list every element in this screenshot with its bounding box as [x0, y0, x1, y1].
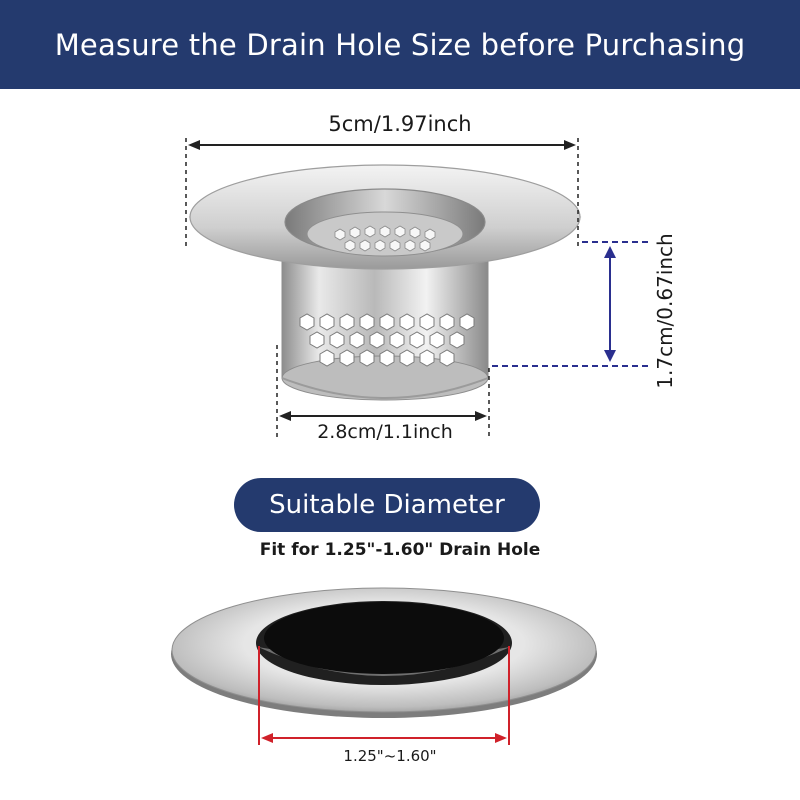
drain-hole-image — [171, 587, 597, 718]
fit-range-text: Fit for 1.25"-1.60" Drain Hole — [259, 540, 541, 560]
header-title: Measure the Drain Hole Size before Purch… — [54, 27, 746, 62]
basket-holes — [299, 313, 475, 367]
top-diameter-measure — [185, 138, 579, 250]
suitable-diameter-label: Suitable Diameter — [269, 490, 505, 520]
suitable-diameter-badge: Suitable Diameter — [234, 478, 540, 532]
top-diameter-label: 5cm/1.97inch — [328, 112, 472, 136]
drain-range-label: 1.25"~1.60" — [343, 747, 437, 765]
drain-range-measure — [258, 646, 510, 745]
basket-height-measure — [492, 241, 652, 367]
basket-diameter-label: 2.8cm/1.1inch — [317, 421, 453, 443]
basket-diameter-measure — [276, 345, 490, 440]
strainer-image — [188, 164, 582, 401]
header-banner: Measure the Drain Hole Size before Purch… — [0, 0, 800, 89]
basket-height-label: 1.7cm/0.67inch — [653, 233, 677, 389]
inner-holes — [334, 225, 436, 252]
